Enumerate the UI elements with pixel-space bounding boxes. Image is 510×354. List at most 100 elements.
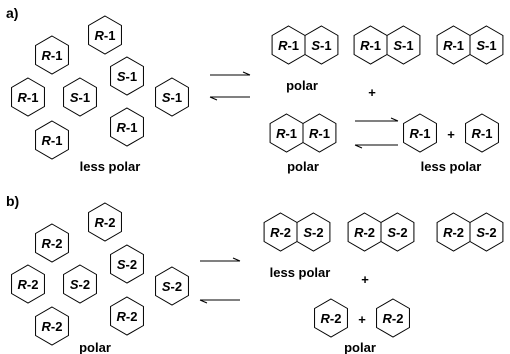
hexagon-shape [110,244,144,284]
enantiomer-letter: S [303,225,312,240]
left-group-caption: less polar [80,159,141,174]
molecule-label: S-1 [476,38,496,53]
compound-number: -2 [279,225,291,240]
equilibrium-arrows [199,257,241,304]
monomer-caption: less polar [421,159,482,174]
enantiomer-letter: R [42,133,52,148]
hexagon-shape [376,298,410,338]
compound-number: -1 [369,38,381,53]
molecule-label: R-1 [360,38,381,53]
enantiomer-letter: R [321,311,331,326]
panel-label: a) [6,5,18,21]
compound-number: -2 [51,236,63,251]
hexagon-shape [35,306,69,346]
hexagon-shape [403,113,437,153]
homodimer-caption: polar [287,159,319,174]
compound-number: -2 [396,225,408,240]
molecule-label: S-1 [70,90,90,105]
enantiomer-letter: R [276,126,286,141]
enantiomer-letter: S [162,90,171,105]
enantiomer-hexagon: R-2 [35,306,69,346]
monomer-hexagon: R-2 [314,298,348,338]
molecule-label: R-2 [18,277,39,292]
molecule-label: R-1 [42,48,63,63]
plus-sign: + [358,312,366,327]
compound-number: -2 [126,309,138,324]
hexagon-shape [110,56,144,96]
compound-number: -1 [126,120,138,135]
enantiomer-hexagon: S-1 [110,56,144,96]
molecule-label: S-2 [387,225,407,240]
dimer-caption: polar [286,78,318,93]
compound-number: -1 [27,90,39,105]
enantiomer-letter: R [354,225,364,240]
enantiomer-letter: S [311,38,320,53]
backward-arrow-head [199,299,208,304]
hexagon-shape [465,113,499,153]
enantiomer-letter: R [383,311,393,326]
monomer-hexagon: R-1 [403,113,437,153]
monomer-caption: polar [344,340,376,354]
enantiomer-letter: R [95,28,105,43]
molecule-label: S-2 [162,279,182,294]
plus-sign: + [361,272,369,287]
molecule-label: R-1 [18,90,39,105]
hexagon-shape [110,107,144,147]
dimer-caption: less polar [270,265,331,280]
enantiomer-letter: S [476,225,485,240]
enantiomer-hexagon: S-1 [63,77,97,117]
compound-number: -1 [485,38,497,53]
molecule-label: R-2 [42,236,63,251]
molecule-label: S-1 [162,90,182,105]
enantiomer-hexagon: R-1 [11,77,45,117]
compound-number: -1 [79,90,91,105]
plus-sign: + [368,85,376,100]
compound-number: -1 [126,69,138,84]
compound-number: -2 [79,277,91,292]
panel-label: b) [6,193,19,209]
hexagon-shape [155,266,189,306]
forward-arrow-head [390,117,399,122]
enantiomer-letter: S [70,90,79,105]
enantiomer-hexagon: R-1 [88,15,122,55]
backward-arrow-head [354,144,363,149]
enantiomer-letter: S [476,38,485,53]
hexagon-shape [296,212,331,252]
molecule-label: R-2 [117,309,138,324]
enantiomer-letter: R [410,126,420,141]
molecule-label: S-2 [476,225,496,240]
compound-number: -1 [419,126,431,141]
molecule-label: R-2 [321,311,342,326]
molecule-label: S-1 [393,38,413,53]
enantiomer-letter: R [95,215,105,230]
hexagon-shape [35,35,69,75]
molecule-label: R-2 [354,225,375,240]
enantiomer-hexagon: R-2 [110,296,144,336]
enantiomer-letter: S [70,277,79,292]
hexagon-shape [11,77,45,117]
compound-number: -1 [320,38,332,53]
compound-number: -1 [402,38,414,53]
compound-number: -2 [312,225,324,240]
enantiomer-hexagon: R-1 [35,35,69,75]
enantiomer-letter: R [443,38,453,53]
hexagon-shape [155,77,189,117]
hexagon-shape [302,113,337,153]
molecule-label: R-1 [410,126,431,141]
monomer-hexagon: R-1 [465,113,499,153]
compound-number: -2 [126,257,138,272]
enantiomer-letter: R [42,319,52,334]
equilibrium-arrows-inner [354,117,399,149]
enantiomer-letter: R [443,225,453,240]
compound-number: -1 [287,38,299,53]
equilibrium-arrows [209,71,251,101]
enantiomer-hexagon: S-2 [155,266,189,306]
monomer-hexagon: R-2 [376,298,410,338]
hexagon-shape [63,77,97,117]
compound-number: -2 [27,277,39,292]
enantiomer-letter: R [42,236,52,251]
